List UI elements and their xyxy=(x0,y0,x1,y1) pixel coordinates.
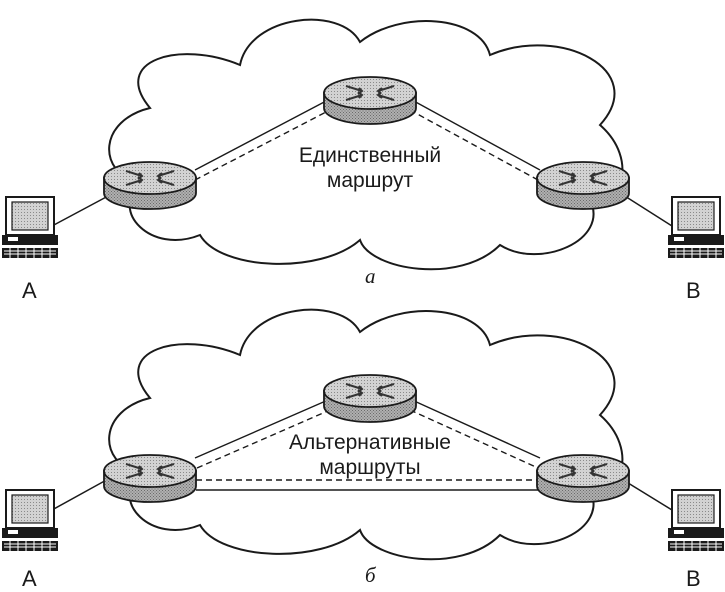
router-icon xyxy=(323,76,417,125)
router-icon xyxy=(103,454,197,503)
route-label-a-line1: Единственный xyxy=(298,144,442,167)
route-label-a: Единственный маршрут xyxy=(299,143,441,193)
computer-icon xyxy=(1,196,59,259)
router-icon xyxy=(536,454,630,503)
route-label-b: Альтернативные маршруты xyxy=(289,430,451,480)
host-a-label: A xyxy=(22,566,37,591)
panel-b xyxy=(1,308,725,561)
host-b-label: B xyxy=(686,566,701,591)
router-icon xyxy=(323,374,417,423)
link-a-left xyxy=(51,194,111,227)
link-a-right xyxy=(619,192,673,227)
computer-icon xyxy=(1,489,59,552)
single-route xyxy=(194,99,541,181)
route-label-b-line2: маршруты xyxy=(319,456,421,479)
alternative-routes xyxy=(194,399,541,491)
router-icon xyxy=(103,161,197,210)
router-icon xyxy=(536,161,630,210)
computer-icon xyxy=(667,489,725,552)
link-b-left xyxy=(51,477,111,511)
route-label-a-line2: маршрут xyxy=(326,169,414,192)
caption-b: б xyxy=(365,563,376,587)
host-b-label: B xyxy=(686,278,701,303)
caption-a: а xyxy=(365,264,376,288)
route-label-b-line1: Альтернативные xyxy=(289,431,451,454)
panel-a xyxy=(1,18,725,271)
computer-icon xyxy=(667,196,725,259)
host-a-label: A xyxy=(22,278,37,303)
